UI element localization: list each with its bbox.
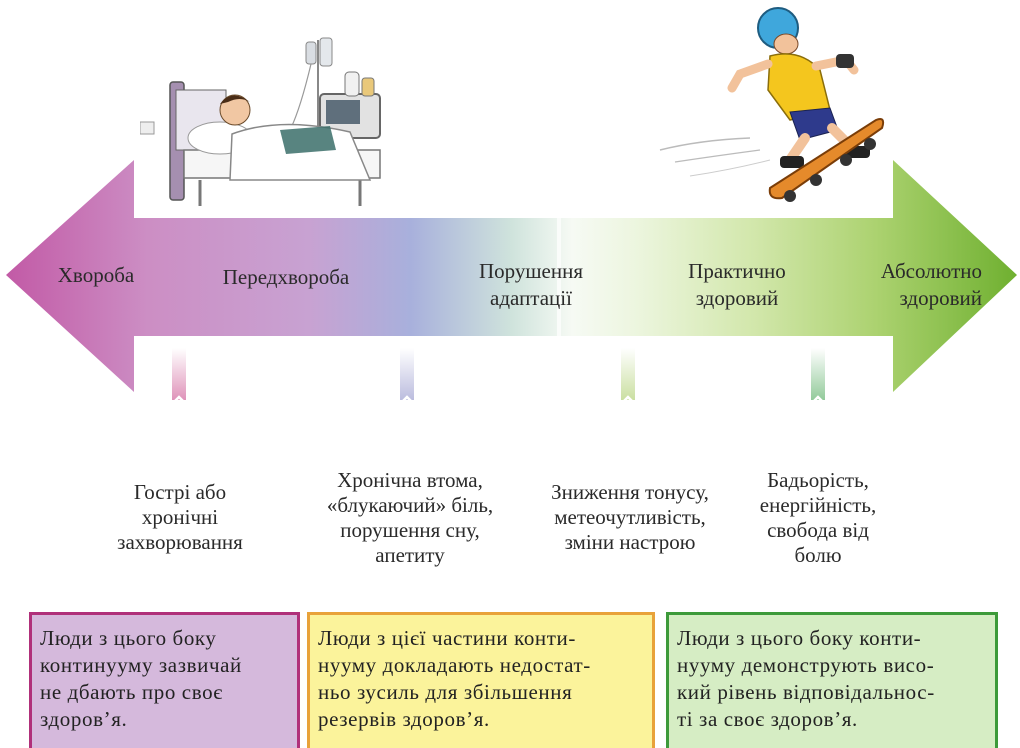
health-continuum-arrow (6, 160, 1017, 400)
stage-label-pre-illness: Передхвороба (222, 265, 350, 289)
sick-child-in-bed-illustration (140, 37, 381, 206)
stage-label-adaptation: Порушення адаптації (478, 259, 583, 310)
note-middle: Люди з цієї частини конти- нууму доклада… (307, 612, 655, 748)
description-pre-illness: Хронічна втома, «блукаючий» біль, поруше… (326, 468, 494, 567)
stage-label-illness: Хвороба (57, 263, 135, 287)
marker-adaptation (621, 348, 635, 400)
boy-on-skateboard-illustration (659, 7, 885, 202)
marker-illness (172, 348, 186, 400)
description-illness: Гострі або хронічні захворювання (117, 480, 243, 554)
description-healthy: Бадьорість, енергійність, свобода від бо… (759, 468, 877, 567)
double-arrow-shape (6, 160, 1017, 392)
note-illness-side: Люди з цього боку континууму зазвичай не… (29, 612, 300, 748)
stage-label-practically-healthy: Практично здоровий (688, 259, 786, 310)
marker-pre-illness (400, 348, 414, 400)
description-adaptation: Зниження тонусу, метеочутливість, зміни … (551, 480, 709, 554)
marker-healthy (811, 348, 825, 400)
note-healthy-side: Люди з цього боку конти- нууму демонстру… (666, 612, 998, 748)
stage-label-absolutely-healthy: Абсолютно здоровий (880, 259, 982, 310)
